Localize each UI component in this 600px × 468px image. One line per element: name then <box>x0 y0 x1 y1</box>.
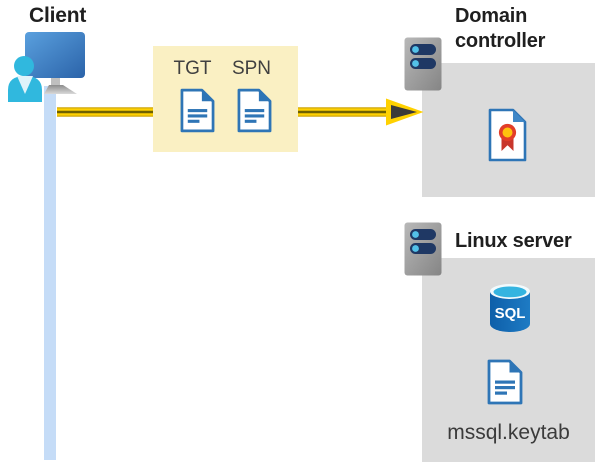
linux-server-title: Linux server <box>455 230 572 252</box>
user-icon <box>8 56 42 102</box>
tgt-document-icon <box>180 88 215 133</box>
ticket-box: TGT SPN <box>153 46 298 152</box>
sql-icon-label: SQL <box>495 305 526 322</box>
monitor-icon <box>25 32 85 94</box>
linux-server-icon <box>404 222 442 276</box>
domain-controller-title: Domain controller <box>455 5 546 52</box>
client-computer-icon <box>8 32 85 102</box>
client-title: Client <box>29 4 87 27</box>
spn-label: SPN <box>231 58 272 79</box>
spn-document-icon <box>237 88 272 133</box>
sql-database-icon: SQL <box>490 284 530 332</box>
keytab-filename: mssql.keytab <box>447 421 570 444</box>
client-lifeline <box>44 86 56 460</box>
tgt-label: TGT <box>173 58 212 79</box>
keytab-document-icon <box>487 359 523 405</box>
certificate-icon <box>488 108 527 162</box>
domain-controller-server-icon <box>404 37 442 91</box>
